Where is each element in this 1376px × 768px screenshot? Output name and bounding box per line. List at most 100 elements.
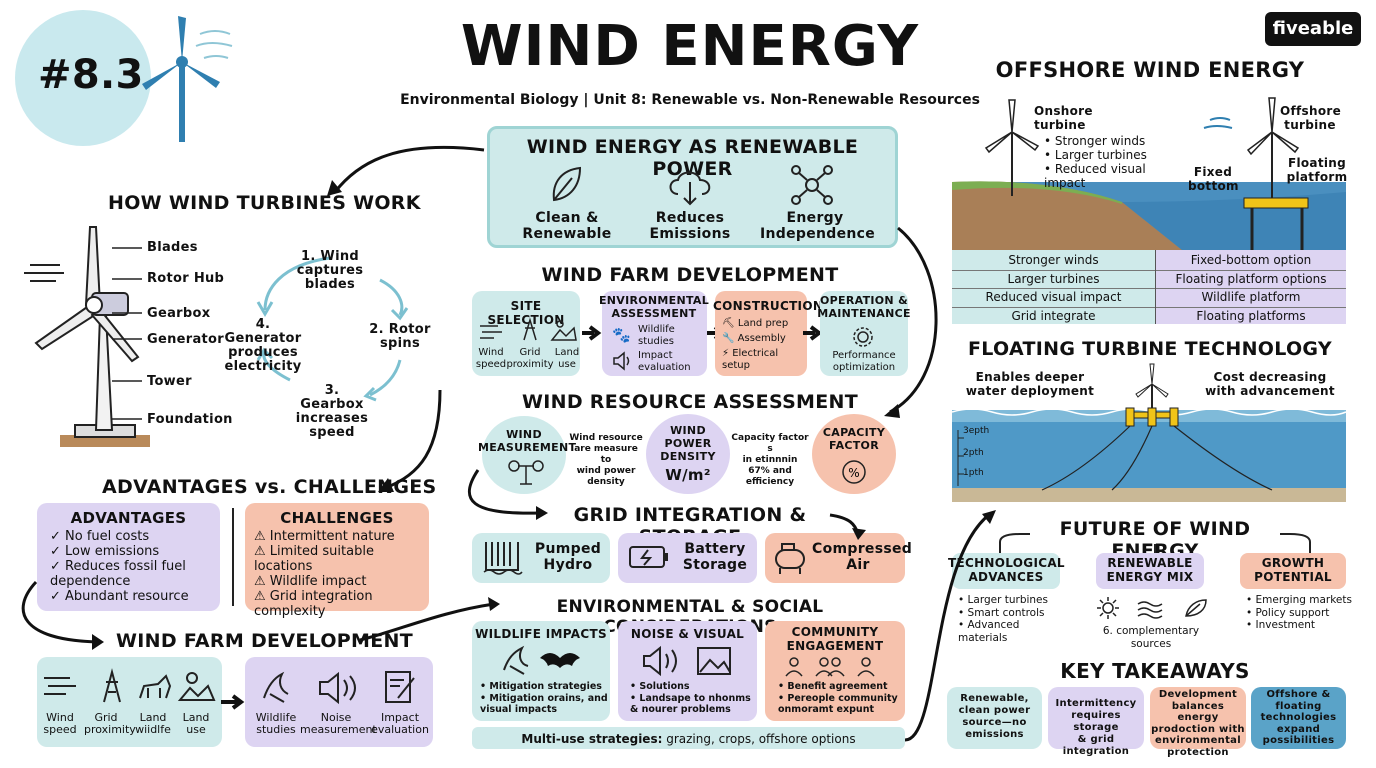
brand-logo[interactable]: fiveable xyxy=(1265,12,1361,46)
offshore-label: Offshore turbine xyxy=(1280,104,1342,132)
depth-label: 2pth xyxy=(963,448,984,458)
site-icons xyxy=(480,317,577,341)
wind-power-density-unit: W/m² xyxy=(665,466,711,484)
community-item: • Benefit agreement xyxy=(778,681,888,692)
table-cell: Reduced visual impact xyxy=(952,289,1155,308)
left-site-item: Wind speed xyxy=(43,711,77,736)
unit-number: #8.3 xyxy=(38,52,144,98)
part-leaders xyxy=(112,246,142,426)
noise-visual-panel xyxy=(618,621,757,721)
arrow-cycle-to-adv xyxy=(384,389,442,490)
community-title: COMMUNITY ENGAGEMENT xyxy=(786,625,884,653)
table-cell: Grid integrate xyxy=(1011,308,1096,323)
takeaway-text-1: Renewable, clean power source—no emissio… xyxy=(958,693,1031,740)
dev-arrow-3 xyxy=(803,325,823,341)
advantage-item: ✓ Reduces fossil fuel dependence xyxy=(50,559,186,589)
badge-turbine-icon xyxy=(142,16,233,142)
advantage-item: ✓ No fuel costs xyxy=(50,529,150,544)
multiuse-bar xyxy=(472,727,905,749)
advantages-title: ADVANTAGES xyxy=(70,509,187,527)
paw-icon: 🐾 xyxy=(612,326,631,344)
fixed-bottom-label: Fixed bottom xyxy=(1188,165,1239,193)
dam-icon xyxy=(483,542,523,575)
env-item: Impact evaluation xyxy=(638,350,691,373)
compressor-icon xyxy=(775,543,805,574)
wildlife-impacts-panel xyxy=(472,621,610,721)
takeaway-text-4: Offshore & floating technologies expand … xyxy=(1260,689,1337,746)
wind-farm-dev-left-title: WIND FARM DEVELOPMENT xyxy=(116,630,413,652)
tech-advances-card xyxy=(952,553,1060,589)
capacity-factor-label: CAPACITY FACTOR xyxy=(822,426,886,452)
depth-label: 3epth xyxy=(963,426,990,436)
floating-title: FLOATING TURBINE TECHNOLOGY xyxy=(968,338,1332,360)
gear-icon xyxy=(853,327,873,347)
site-item: Wind speed xyxy=(475,347,507,370)
noise-item: • Solutions xyxy=(630,681,690,692)
challenges-panel xyxy=(245,503,429,611)
measurement-note: Wind resource are measure to wind power … xyxy=(569,433,643,487)
unit-badge xyxy=(15,10,151,146)
site-selection-title: SITE SELECTION xyxy=(487,299,565,327)
step-3: 3. Gearbox increases speed xyxy=(295,383,369,440)
pumped-hydro-card xyxy=(472,533,610,583)
takeaway-text-3: Development balances energy prodoction w… xyxy=(1151,689,1245,758)
construction-items: ⛏ Land prep 🔧 Assembly ⚡ Electrical setu… xyxy=(722,318,806,372)
wind-measurement-label: WIND MEASUREMENT xyxy=(478,428,577,454)
left-env-item: Impact evaluation xyxy=(371,711,429,736)
wildlife-impacts-title: WILDLIFE IMPACTS xyxy=(475,627,607,641)
page-title: WIND ENERGY xyxy=(460,14,920,79)
table-cell: Fixed-bottom option xyxy=(1156,252,1346,271)
takeaway-card-3 xyxy=(1150,687,1246,749)
noise-item: • Landsape to nhonms & nourer problems xyxy=(630,693,751,715)
renewable-item-clean: Clean & Renewable xyxy=(522,210,612,242)
offshore-table-right-col: Fixed-bottom option Floating platform op… xyxy=(1156,252,1346,325)
advantages-list: ✓ No fuel costs ✓ Low emissions ✓ Reduce… xyxy=(50,529,218,604)
depth-label: 1pth xyxy=(963,468,984,478)
env-item: Wildlife studies xyxy=(638,324,675,347)
tech-item: • Smart controls xyxy=(958,606,1045,619)
network-icon xyxy=(790,164,834,206)
challenge-item: ⚠ Intermittent nature xyxy=(254,529,395,544)
part-rotor-hub: Rotor Hub xyxy=(147,271,225,286)
wildlife-item: • Mitigation strategies xyxy=(480,681,602,692)
percent-cycle-icon: % xyxy=(842,460,866,484)
left-dev-arrow xyxy=(221,694,245,710)
offshore-table-divider xyxy=(1155,250,1156,324)
floating-platform-label: Floating platform xyxy=(1286,156,1348,184)
community-item: • Pereople community onmoramt expunt xyxy=(778,693,898,715)
left-env-item: Wildlife studies xyxy=(255,711,297,736)
arrow-resource-to-grid xyxy=(467,469,541,515)
wind-power-density-circle xyxy=(646,414,730,494)
step-4: 4. Generator produces electricity xyxy=(224,317,302,374)
part-gearbox: Gearbox xyxy=(147,306,211,321)
arrow-power-to-offshore xyxy=(889,226,938,414)
part-foundation: Foundation xyxy=(147,412,233,427)
growth-item: • Investment xyxy=(1246,619,1316,631)
takeaway-card-1 xyxy=(947,687,1042,749)
renewable-power-title: WIND ENERGY AS RENEWABLE POWER xyxy=(526,136,859,180)
onshore-points: • Stronger winds • Larger turbines • Red… xyxy=(1044,134,1154,190)
table-cell: Wildlife platform xyxy=(1156,289,1346,308)
energy-mix-title: RENEWABLE ENERGY MIX xyxy=(1106,556,1194,584)
table-cell: Floating platform options xyxy=(1156,271,1346,289)
noise-visual-title: NOISE & VISUAL xyxy=(630,627,745,641)
wind-power-density-label: WIND POWER DENSITY xyxy=(660,424,716,463)
takeaway-text-2: Intermittency requires storage & grid in… xyxy=(1055,698,1137,757)
multiuse-rest: grazing, crops, offshore options xyxy=(662,732,856,746)
leaf-icon xyxy=(548,164,584,204)
challenge-item: ⚠ Grid integration complexity xyxy=(254,589,373,619)
construction-item: ⚡ Electrical setup xyxy=(722,348,779,371)
battery-icon xyxy=(629,546,668,568)
challenge-item: ⚠ Limited suitable locations xyxy=(254,544,374,574)
env-assessment-title: ENVIRONMENTAL ASSESSMENT xyxy=(598,294,710,320)
wind-measurement-circle xyxy=(482,416,566,494)
energy-mix-note: 6. complementary sources xyxy=(1102,625,1200,650)
growth-list: • Emerging markets • Policy support • In… xyxy=(1246,594,1356,632)
cycle-arrows xyxy=(256,256,409,402)
table-cell: Stronger winds xyxy=(952,252,1155,271)
takeaways-title: KEY TAKEAWAYS xyxy=(1060,659,1250,683)
people-icon xyxy=(785,657,875,677)
part-generator: Generator xyxy=(147,332,224,347)
arrow-power-to-how xyxy=(333,145,485,193)
